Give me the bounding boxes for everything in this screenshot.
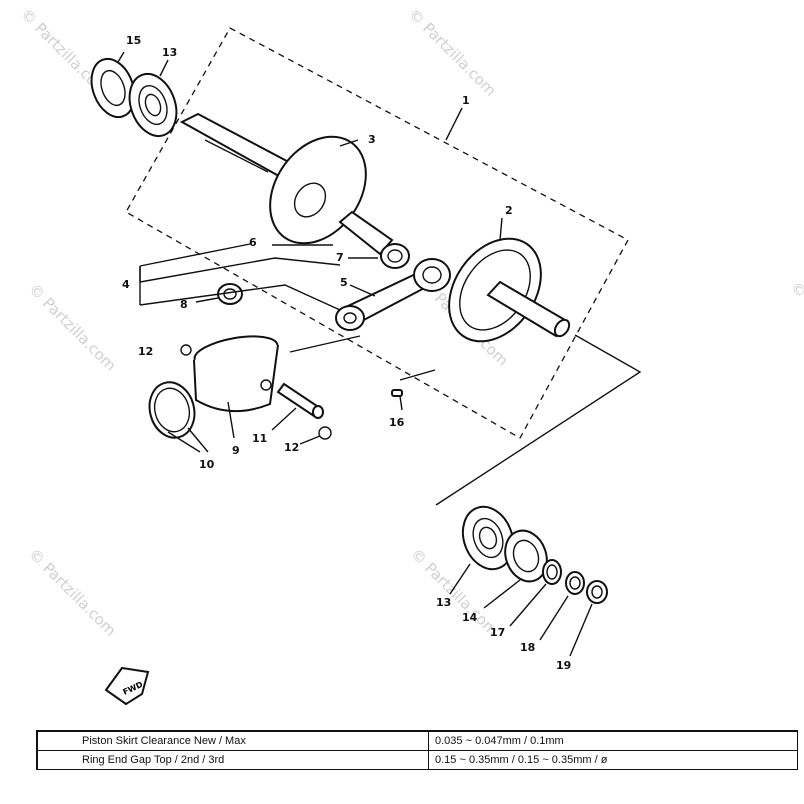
lower-leaders	[167, 369, 436, 453]
watermark-2: © Partzilla.com	[405, 5, 500, 100]
callout-13a: 13	[162, 46, 177, 59]
spec-label: Piston Skirt Clearance New / Max	[36, 730, 429, 751]
needle-bearing-big-end	[380, 243, 410, 269]
callout-19: 19	[556, 659, 571, 672]
callout-10: 10	[199, 458, 215, 471]
spec-value: 0.035 ~ 0.047mm / 0.1mm	[428, 730, 798, 751]
woodruff-key	[391, 389, 403, 397]
crank-half-right	[448, 237, 571, 343]
watermark-6: © Partzilla.com	[25, 545, 120, 640]
callout-12a: 12	[138, 345, 153, 358]
connecting-rod	[335, 258, 451, 331]
bearing-right	[461, 505, 515, 571]
bearing-left	[128, 73, 178, 137]
oil-seal-right	[504, 529, 548, 583]
callout-6: 6	[249, 236, 257, 249]
spec-value: 0.15 ~ 0.35mm / 0.15 ~ 0.35mm / ø	[428, 750, 798, 770]
right-group-leaders	[117, 51, 593, 657]
spacer-17	[542, 559, 562, 585]
callout-17: 17	[490, 626, 505, 639]
bearing-group-leader	[435, 334, 642, 506]
table-row: Ring End Gap Top / 2nd / 3rd 0.15 ~ 0.35…	[36, 750, 798, 770]
callout-9: 9	[232, 444, 240, 457]
piston-pin-clip-upper	[180, 344, 192, 356]
callout-7: 7	[336, 251, 344, 264]
nut-19	[586, 580, 608, 604]
callout-14: 14	[462, 611, 478, 624]
table-row: Piston Skirt Clearance New / Max 0.035 ~…	[36, 730, 798, 751]
crankshaft-assembly-frame	[125, 27, 629, 439]
callout-2: 2	[505, 204, 513, 217]
callout-4: 4	[122, 278, 130, 291]
watermark-3: © Partzilla.com	[25, 280, 120, 375]
callout-1: 1	[462, 94, 470, 107]
piston	[193, 335, 279, 413]
spec-label: Ring End Gap Top / 2nd / 3rd	[36, 750, 429, 770]
bracket-leaders	[139, 243, 378, 353]
callout-8: 8	[180, 298, 188, 311]
callout-15: 15	[126, 34, 141, 47]
callout-labels: 1 2 3 4 5 6 7 8 9 10 11 12 12 13 13 14 1…	[122, 34, 571, 672]
spec-table: Piston Skirt Clearance New / Max 0.035 ~…	[36, 730, 798, 770]
callout-5: 5	[340, 276, 348, 289]
callout-11: 11	[252, 432, 267, 445]
washer-18	[565, 571, 585, 595]
crank-half-left	[179, 112, 394, 256]
callout-13b: 13	[436, 596, 451, 609]
watermark-5: © Partzilla.com	[787, 278, 804, 373]
piston-pin	[276, 382, 324, 419]
callout-3: 3	[368, 133, 376, 146]
callout-18: 18	[520, 641, 535, 654]
oil-seal-left	[90, 57, 136, 119]
fwd-arrow-icon: FWD	[104, 666, 150, 706]
piston-pin-clip-lower	[318, 426, 332, 440]
piston-rings	[148, 381, 196, 439]
callout-12b: 12	[284, 441, 299, 454]
callout-16: 16	[389, 416, 405, 429]
